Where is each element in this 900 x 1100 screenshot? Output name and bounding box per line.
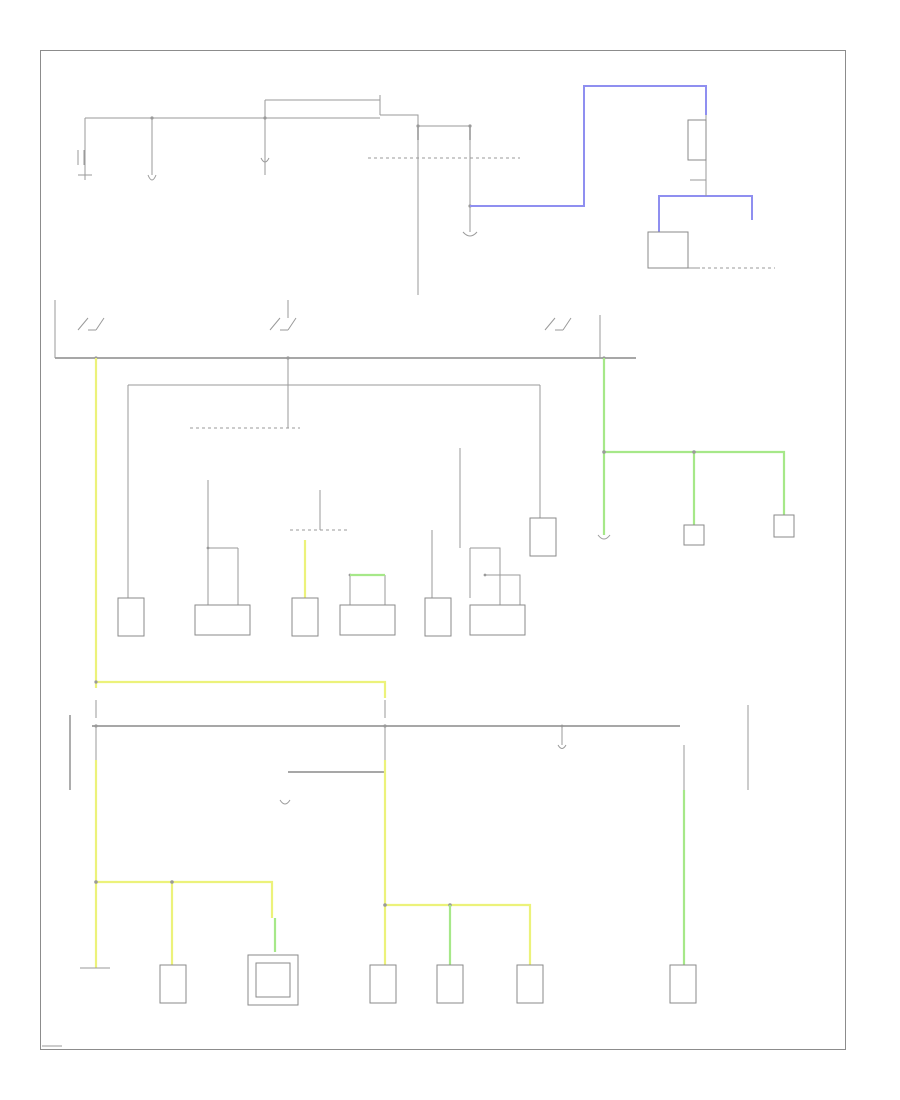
top-power-section bbox=[84, 95, 520, 295]
diagram-frame bbox=[40, 50, 846, 1050]
green-right-branch bbox=[597, 358, 795, 546]
ignition-switch-row bbox=[54, 300, 636, 360]
top-left-battery bbox=[77, 150, 92, 176]
blue-wire-circuit bbox=[470, 85, 775, 269]
middle-component-boxes bbox=[117, 517, 557, 637]
middle-yellow-wires bbox=[303, 540, 385, 598]
lower-component-boxes bbox=[80, 954, 697, 1006]
top-fuse-symbols bbox=[147, 116, 478, 237]
lower-green-wires bbox=[273, 790, 686, 968]
lower-fuse-row bbox=[94, 705, 749, 805]
lower-yellow-wires bbox=[94, 760, 532, 968]
middle-switch-section bbox=[127, 358, 541, 606]
